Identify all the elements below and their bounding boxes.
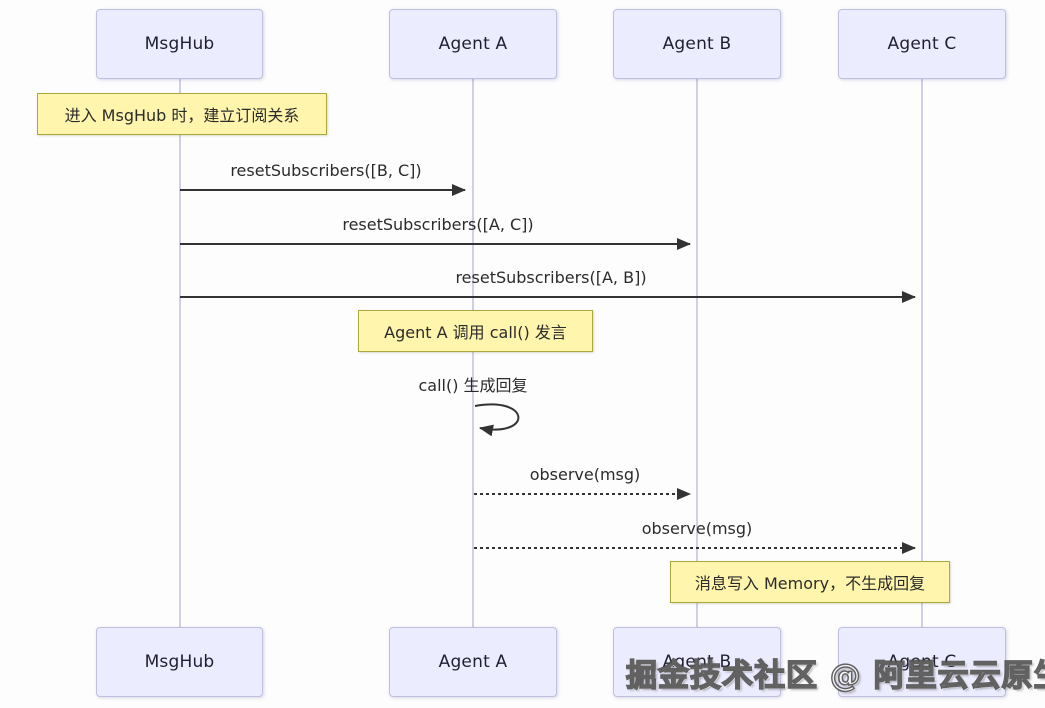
actor-label: Agent A [438, 34, 508, 54]
actor-msghub-top: MsgHub [96, 9, 263, 79]
note-text: 进入 MsgHub 时，建立订阅关系 [64, 106, 300, 125]
actor-agent-b-bottom: Agent B [613, 627, 781, 697]
actor-agent-c-top: Agent C [838, 9, 1006, 79]
note-text: Agent A 调用 call() 发言 [384, 323, 567, 342]
note-text: 消息写入 Memory，不生成回复 [694, 574, 926, 593]
self-loop-arrow [474, 403, 520, 437]
actor-label: Agent C [887, 652, 957, 672]
message-label-reset-ab: resetSubscribers([A, B]) [455, 268, 647, 287]
actor-label: Agent B [662, 652, 732, 672]
actor-label: MsgHub [144, 652, 215, 672]
note-agent-a-call: Agent A 调用 call() 发言 [358, 310, 593, 352]
message-label-reset-bc: resetSubscribers([B, C]) [230, 161, 422, 180]
actor-label: MsgHub [144, 34, 215, 54]
actor-msghub-bottom: MsgHub [96, 627, 263, 697]
watermark-text: 掘金技术社区 @ 阿里云云原生 [625, 657, 1045, 695]
actor-agent-c-bottom: Agent C [838, 627, 1006, 697]
actor-label: Agent B [662, 34, 732, 54]
message-label-reset-ac: resetSubscribers([A, C]) [342, 215, 534, 234]
actor-agent-b-top: Agent B [613, 9, 781, 79]
actor-label: Agent A [438, 652, 508, 672]
actor-agent-a-bottom: Agent A [389, 627, 557, 697]
actor-agent-a-top: Agent A [389, 9, 557, 79]
note-memory-write: 消息写入 Memory，不生成回复 [670, 561, 950, 603]
message-label-self-call: call() 生成回复 [418, 376, 528, 395]
note-subscription-setup: 进入 MsgHub 时，建立订阅关系 [37, 93, 327, 135]
message-label-observe-c: observe(msg) [641, 519, 753, 538]
message-label-observe-b: observe(msg) [529, 465, 641, 484]
actor-label: Agent C [887, 34, 957, 54]
